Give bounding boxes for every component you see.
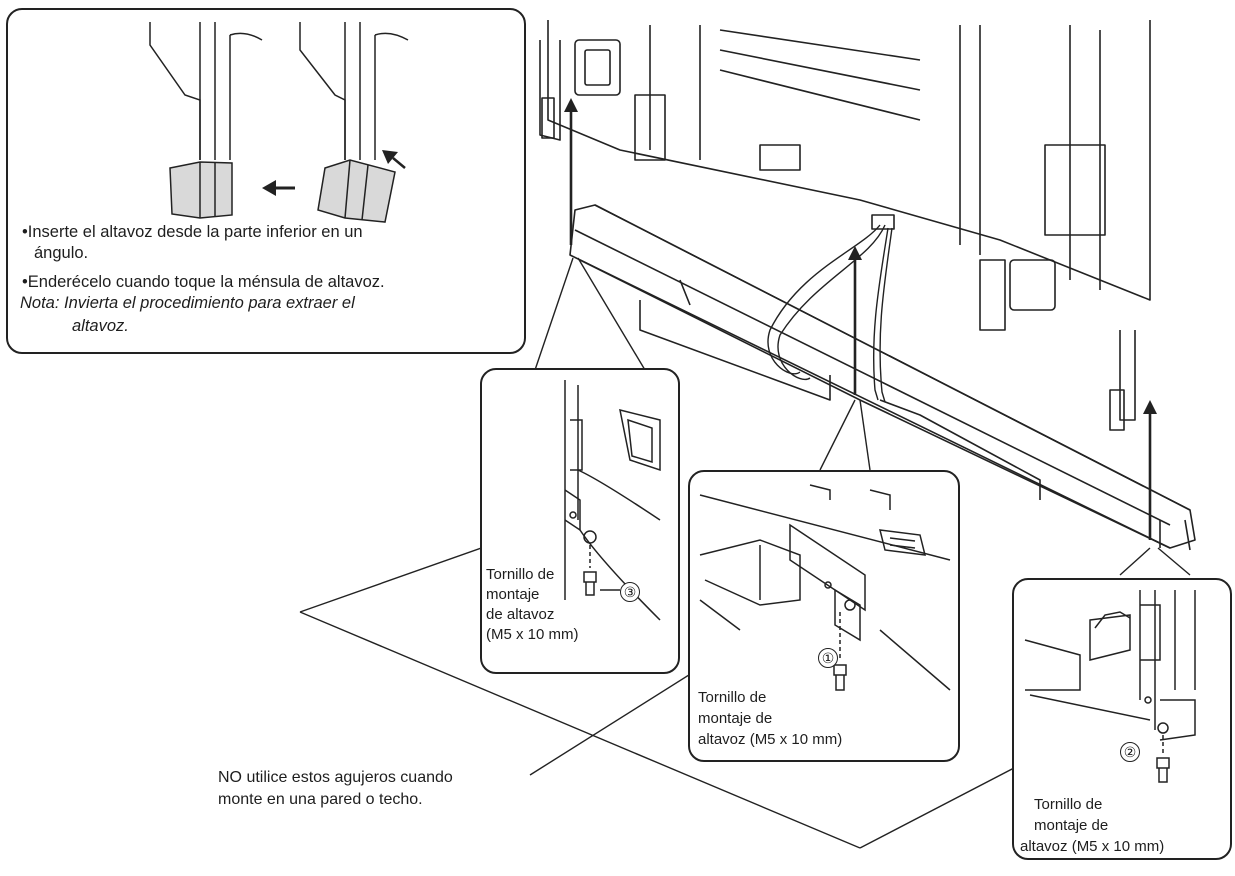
- center-callout-line-3: altavoz (M5 x 10 mm): [698, 731, 843, 748]
- right-callout-line-1: Tornillo de: [1034, 796, 1103, 813]
- arrow-angle-icon: [382, 150, 398, 164]
- tv-back-panel: [539, 20, 1151, 431]
- magnifier-lines: [534, 257, 1191, 576]
- screw-number-3: ③: [620, 582, 640, 602]
- instruction-bullet-1: •Inserte el altavoz desde la parte infer…: [22, 223, 363, 241]
- center-callout-line-2: montaje de: [698, 710, 773, 727]
- instruction-note-cont: altavoz.: [72, 317, 129, 335]
- mounting-arrows: [569, 108, 1152, 540]
- inset-panel: [6, 8, 526, 354]
- instruction-note: Nota: Invierta el procedimiento para ext…: [20, 294, 355, 312]
- speaker-cables: [767, 224, 893, 403]
- left-callout-line-3: de altavoz: [486, 606, 555, 623]
- instruction-bullet-1-cont: ángulo.: [34, 244, 89, 262]
- detail-panel-center: [688, 470, 960, 762]
- right-callout-line-3: altavoz (M5 x 10 mm): [1020, 838, 1165, 855]
- left-callout-line-4: (M5 x 10 mm): [486, 626, 579, 643]
- screw-number-1: ①: [818, 648, 838, 668]
- right-callout-line-2: montaje de: [1034, 817, 1109, 834]
- instruction-bullet-2: •Enderécelo cuando toque la ménsula de a…: [22, 273, 385, 291]
- screw-number-2: ②: [1120, 742, 1140, 762]
- left-callout-line-1: Tornillo de: [486, 566, 555, 583]
- center-callout-line-1: Tornillo de: [698, 689, 767, 706]
- warning-text-line-2: monte en una pared o techo.: [218, 791, 423, 808]
- left-callout-line-2: montaje: [486, 586, 540, 603]
- speaker-bar: [569, 204, 1196, 551]
- warning-text-line-1: NO utilice estos agujeros cuando: [218, 769, 453, 786]
- arrow-left-icon: [262, 180, 276, 196]
